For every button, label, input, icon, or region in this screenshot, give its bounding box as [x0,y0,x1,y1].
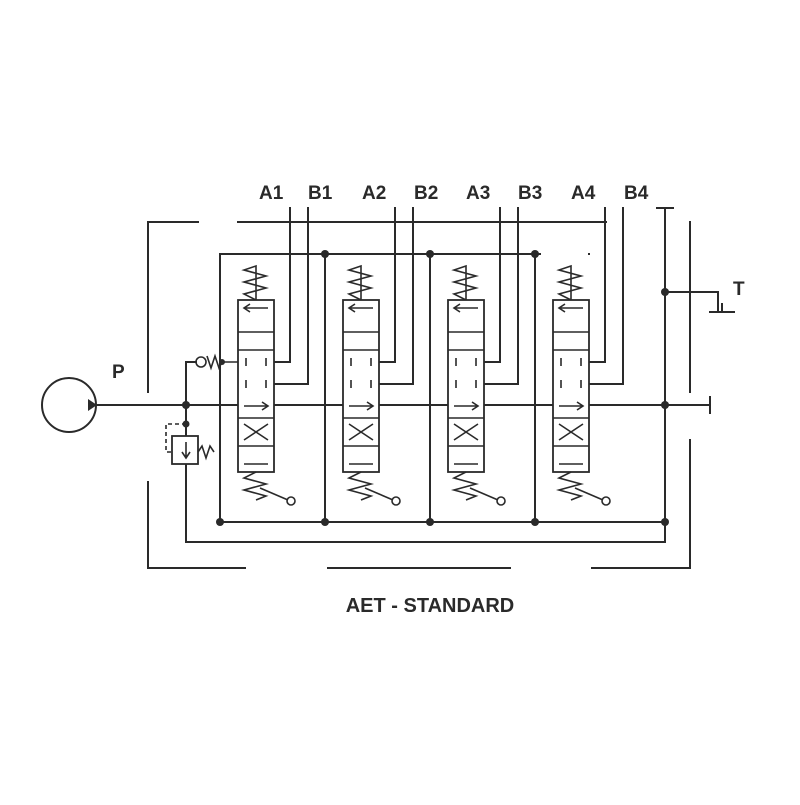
tank-junction [661,518,669,526]
port-label-b2: B2 [414,183,438,204]
tank-junction [661,288,669,296]
valve-section-1 [216,207,309,526]
valve-section-3 [426,207,519,526]
port-label-a3: A3 [466,183,490,204]
port-label-b1: B1 [308,183,333,204]
port-label-b4: B4 [624,183,649,204]
tank-gallery [185,207,735,543]
tank-label: T [733,279,745,300]
valve-section-2 [321,207,414,526]
diagram-title: AET - STANDARD [346,595,515,617]
pump-symbol [41,377,97,433]
load-check-valve [185,353,238,406]
port-label-b3: B3 [518,183,542,204]
tank-junction [661,401,669,409]
port-label-a1: A1 [259,183,284,204]
port-label-a4: A4 [571,183,596,204]
valve-section-4 [531,207,624,526]
valve-body-outline [147,221,691,569]
relief-valve [165,401,215,465]
port-label-a2: A2 [362,183,386,204]
pressure-label: P [112,362,125,383]
